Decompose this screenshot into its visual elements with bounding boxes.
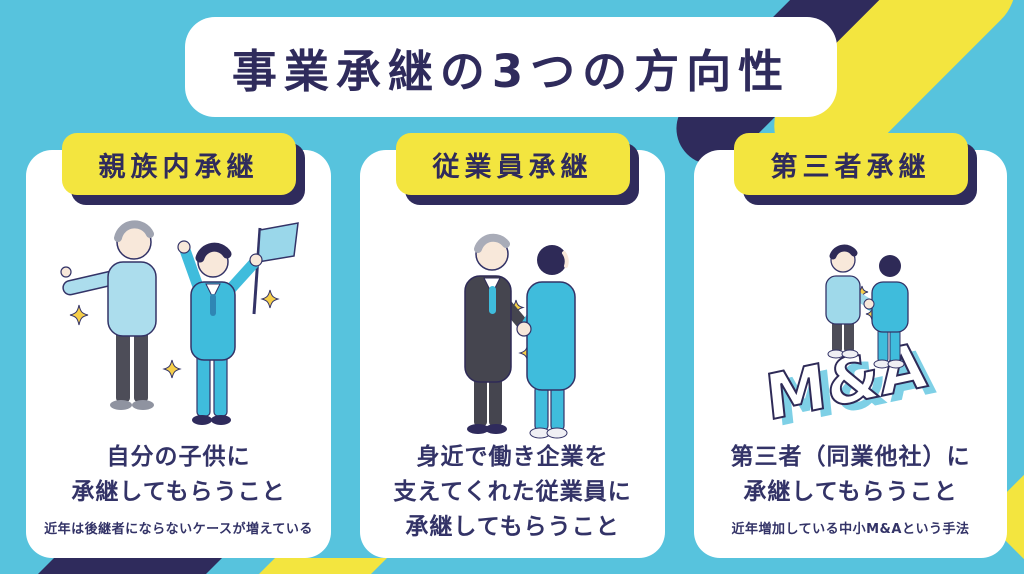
sparkle-icon bbox=[161, 359, 182, 379]
headline-line: 身近で働き企業を bbox=[416, 444, 609, 470]
card-employee-header-pill: 従業員承継 bbox=[395, 133, 630, 195]
third-party-succession-illustration: M&A M&A bbox=[761, 244, 938, 440]
older-man-figure bbox=[59, 220, 157, 410]
card-employee-header-label: 従業員承継 bbox=[432, 151, 593, 183]
headline-line: 承継してもらうこと bbox=[71, 479, 286, 505]
card-family-headline: 自分の子供に 承継してもらうこと bbox=[71, 440, 285, 510]
employee-figure bbox=[517, 245, 576, 439]
card-third-party-succession: 第三者承継 M&A M&A bbox=[694, 133, 1007, 558]
card-family-header-pill: 親族内承継 bbox=[61, 133, 296, 195]
family-succession-illustration bbox=[59, 220, 299, 425]
card-family-header-label: 親族内承継 bbox=[98, 151, 259, 183]
employee-succession-illustration bbox=[463, 233, 576, 439]
handshake-hands bbox=[863, 298, 874, 310]
card-third-party-header-label: 第三者承継 bbox=[770, 151, 931, 183]
page-title: 事業承継の3つの方向性 bbox=[231, 44, 791, 98]
sparkle-icon bbox=[259, 289, 280, 309]
headline-line: 承継してもらうこと bbox=[743, 479, 958, 505]
card-employee-headline: 身近で働き企業を 支えてくれた従業員に 承継してもらうこと bbox=[393, 440, 631, 545]
card-employee-succession: 従業員承継 bbox=[360, 133, 665, 558]
card-family-succession: 親族内承継 bbox=[26, 133, 331, 558]
title-banner: 事業承継の3つの方向性 bbox=[185, 17, 837, 117]
buyer-figure bbox=[865, 255, 909, 369]
bottom-stripe-navy bbox=[36, 556, 224, 574]
headline-line: 支えてくれた従業員に bbox=[393, 479, 632, 505]
card-third-party-note: 近年増加している中小M&Aという手法 bbox=[731, 522, 970, 537]
card-third-party-headline: 第三者（同業他社）に 承継してもらうこと bbox=[731, 440, 971, 510]
sparkle-icon bbox=[69, 304, 88, 326]
card-third-party-header-pill: 第三者承継 bbox=[733, 133, 968, 195]
headline-line: 自分の子供に bbox=[106, 444, 251, 470]
headline-line: 承継してもらうこと bbox=[405, 514, 620, 540]
boss-figure bbox=[463, 233, 532, 434]
bottom-stripe-yellow bbox=[257, 558, 387, 574]
younger-man-with-flag-figure bbox=[176, 222, 299, 425]
card-family-note: 近年は後継者にならないケースが増えている bbox=[44, 522, 313, 537]
handshake-hands bbox=[515, 321, 532, 337]
headline-line: 第三者（同業他社）に bbox=[730, 444, 971, 470]
